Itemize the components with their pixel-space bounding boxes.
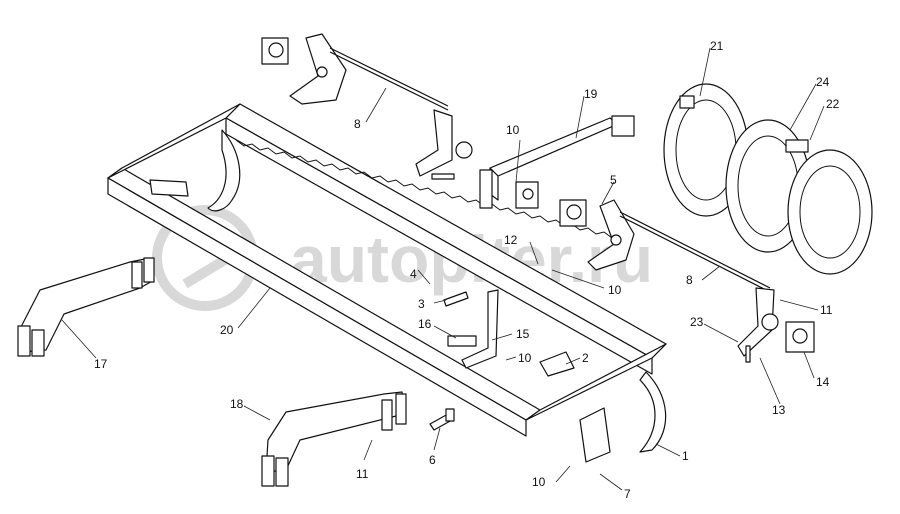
callout-7: 7 [624, 487, 631, 501]
callout-12: 12 [504, 233, 518, 247]
callout-14: 14 [816, 375, 830, 389]
callout-22: 22 [826, 97, 840, 111]
callout-8-upper: 8 [354, 117, 361, 131]
scraper-15 [443, 289, 575, 377]
wheel-22 [787, 149, 873, 275]
callout-11-bottom: 11 [356, 467, 369, 481]
callout-1: 1 [682, 449, 689, 463]
callout-10-bottom: 10 [532, 475, 546, 489]
lower-bracket [261, 391, 407, 487]
callout-19: 19 [584, 87, 598, 101]
upper-shaft-assembly [261, 33, 473, 180]
callout-4: 4 [410, 267, 417, 281]
callout-labels: 1 2 3 4 5 6 7 8 8 10 10 10 10 11 11 12 1… [94, 39, 840, 501]
callout-18: 18 [230, 397, 244, 411]
callout-10-right: 10 [608, 283, 622, 297]
callout-17: 17 [94, 357, 108, 371]
callout-24: 24 [816, 75, 830, 89]
callout-13: 13 [772, 403, 786, 417]
callout-20: 20 [220, 323, 234, 337]
leader-lines [61, 47, 825, 491]
callout-16: 16 [418, 317, 432, 331]
lower-shaft-assembly [619, 211, 815, 363]
bolt-6 [429, 408, 455, 431]
callout-6: 6 [429, 453, 436, 467]
callout-15: 15 [516, 327, 530, 341]
callout-3: 3 [418, 297, 425, 311]
callout-2: 2 [582, 351, 589, 365]
callout-23: 23 [690, 315, 704, 329]
callout-5: 5 [610, 173, 617, 187]
main-frame [107, 103, 667, 463]
callout-10-mid: 10 [518, 351, 532, 365]
callout-8-lower: 8 [686, 273, 693, 287]
callout-21: 21 [710, 39, 724, 53]
callout-10-beam: 10 [506, 123, 520, 137]
callout-11-right: 11 [820, 303, 833, 317]
left-bracket [17, 257, 155, 357]
